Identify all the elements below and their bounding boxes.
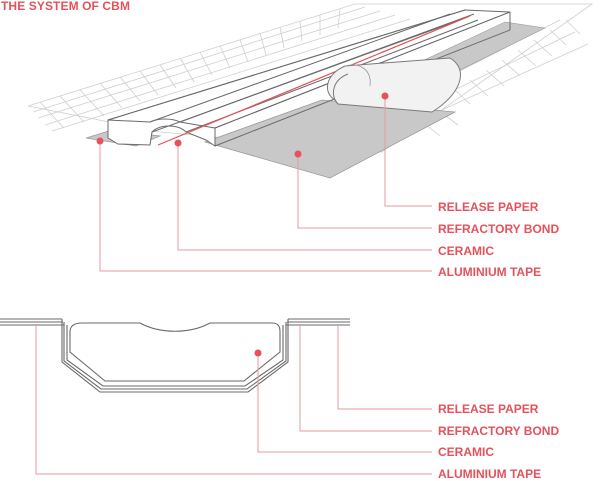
surface-left <box>0 318 64 326</box>
top-leaders <box>96 92 432 272</box>
channel-liner-outer <box>61 319 289 393</box>
joint-line <box>157 15 471 146</box>
release-paper <box>326 57 461 113</box>
release-paper-marker <box>381 92 389 100</box>
surface-right <box>286 318 350 326</box>
section-label-aluminium-tape: ALUMINIUM TAPE <box>438 467 541 481</box>
tile-grid <box>32 6 589 147</box>
channel-liner-inner <box>66 325 284 387</box>
ceramic-block-section <box>69 322 281 382</box>
section-ceramic-marker <box>254 349 262 357</box>
aluminium-tape-marker <box>96 137 104 145</box>
ceramic-marker <box>174 139 182 147</box>
refractory-bond-layer <box>203 99 457 179</box>
refractory-bond-marker <box>294 150 302 158</box>
channel-liner-mid <box>63 322 287 390</box>
bottom-leaders <box>35 325 432 475</box>
section-label-release-paper: RELEASE PAPER <box>438 402 539 416</box>
perspective-view: RELEASE PAPER REFRACTORY BOND CERAMIC AL… <box>27 3 594 279</box>
page-title: THE SYSTEM OF CBM <box>1 0 131 13</box>
label-ceramic: CERAMIC <box>438 244 494 258</box>
label-aluminium-tape: ALUMINIUM TAPE <box>438 265 541 279</box>
cross-section-view: RELEASE PAPER REFRACTORY BOND CERAMIC AL… <box>0 318 559 481</box>
label-release-paper: RELEASE PAPER <box>438 200 539 214</box>
section-label-refractory-bond: REFRACTORY BOND <box>438 424 559 438</box>
label-refractory-bond: REFRACTORY BOND <box>438 222 559 236</box>
ceramic-beam <box>107 9 511 147</box>
section-label-ceramic: CERAMIC <box>438 445 494 459</box>
